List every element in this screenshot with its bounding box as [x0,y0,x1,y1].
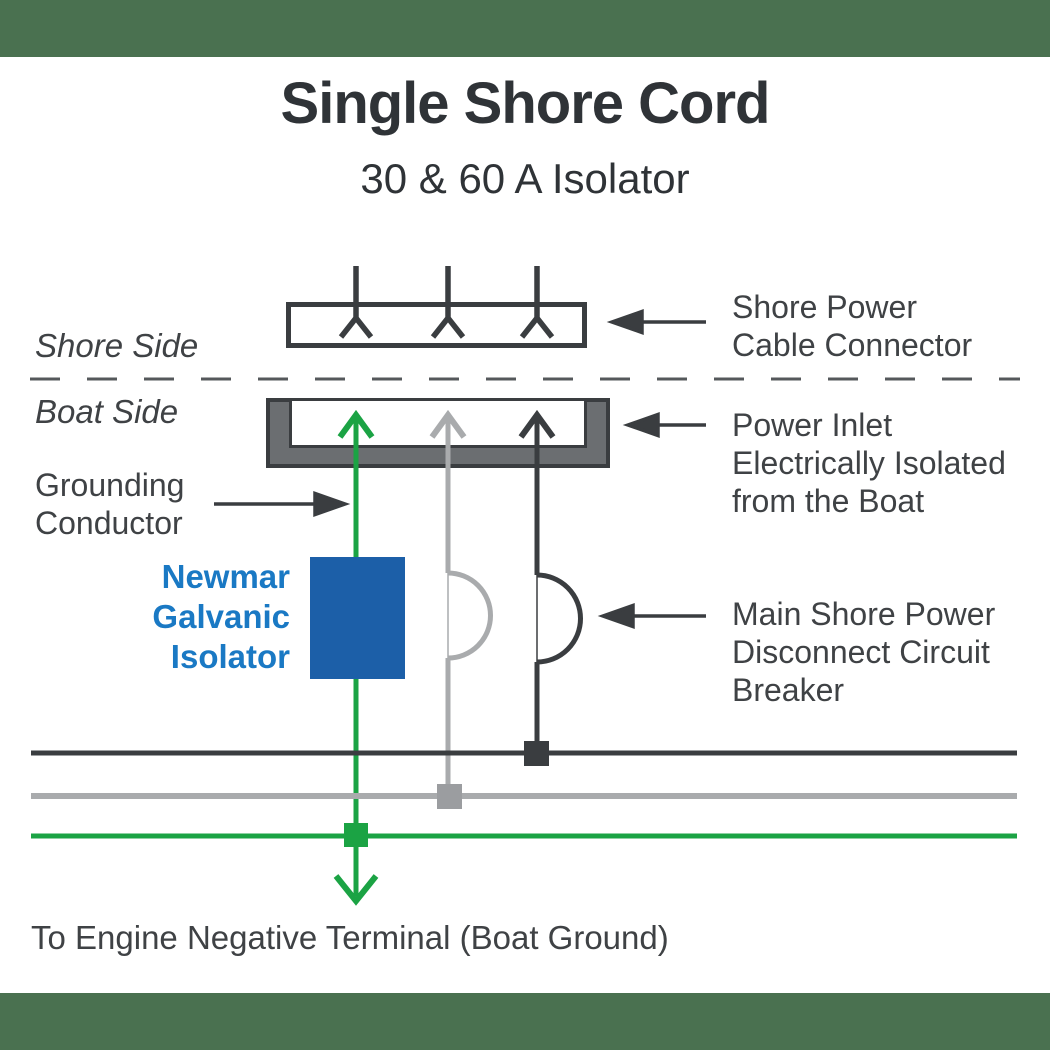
up-arrow-icon [518,409,556,439]
plug-prong-icon [519,266,555,339]
down-arrow-icon [333,874,379,906]
shore-side-label: Shore Side [35,327,199,364]
breaker-label: Main Shore Power Disconnect Circuit Brea… [732,596,996,708]
galvanic-isolator-label: Newmar Galvanic Isolator [152,558,290,675]
neutral-conductor-wire [429,409,493,786]
left-arrowhead-icon [606,309,644,335]
page-title: Single Shore Cord [280,71,771,136]
hot-conductor-wire [518,409,583,743]
left-arrowhead-icon [622,412,660,438]
power-inlet-label: Power Inlet Electrically Isolated from t… [732,407,1006,519]
galvanic-isolator-box [310,557,405,679]
circuit-breaker-arc [536,572,583,665]
page-subtitle: 30 & 60 A Isolator [360,155,690,202]
up-arrow-icon [337,409,375,439]
boat-side-label: Boat Side [35,393,179,430]
right-arrowhead-icon [313,491,351,517]
plug-prong-icon [430,266,466,339]
bottom-banner [0,993,1050,1050]
ground-terminal-square [344,823,368,847]
boat-ground-label: To Engine Negative Terminal (Boat Ground… [31,919,669,956]
left-arrowhead-icon [597,603,635,629]
hot-terminal-square [524,741,549,766]
plug-prong-icon [338,266,374,339]
plug-prong-icons [338,266,555,339]
top-banner [0,0,1050,57]
grounding-conductor-label: Grounding Conductor [35,467,185,541]
circuit-breaker-arc [447,570,493,661]
neutral-terminal-square [437,784,462,809]
up-arrow-icon [429,409,467,439]
shore-connector-label: Shore Power Cable Connector [732,289,973,363]
annotation-arrows [214,309,706,629]
